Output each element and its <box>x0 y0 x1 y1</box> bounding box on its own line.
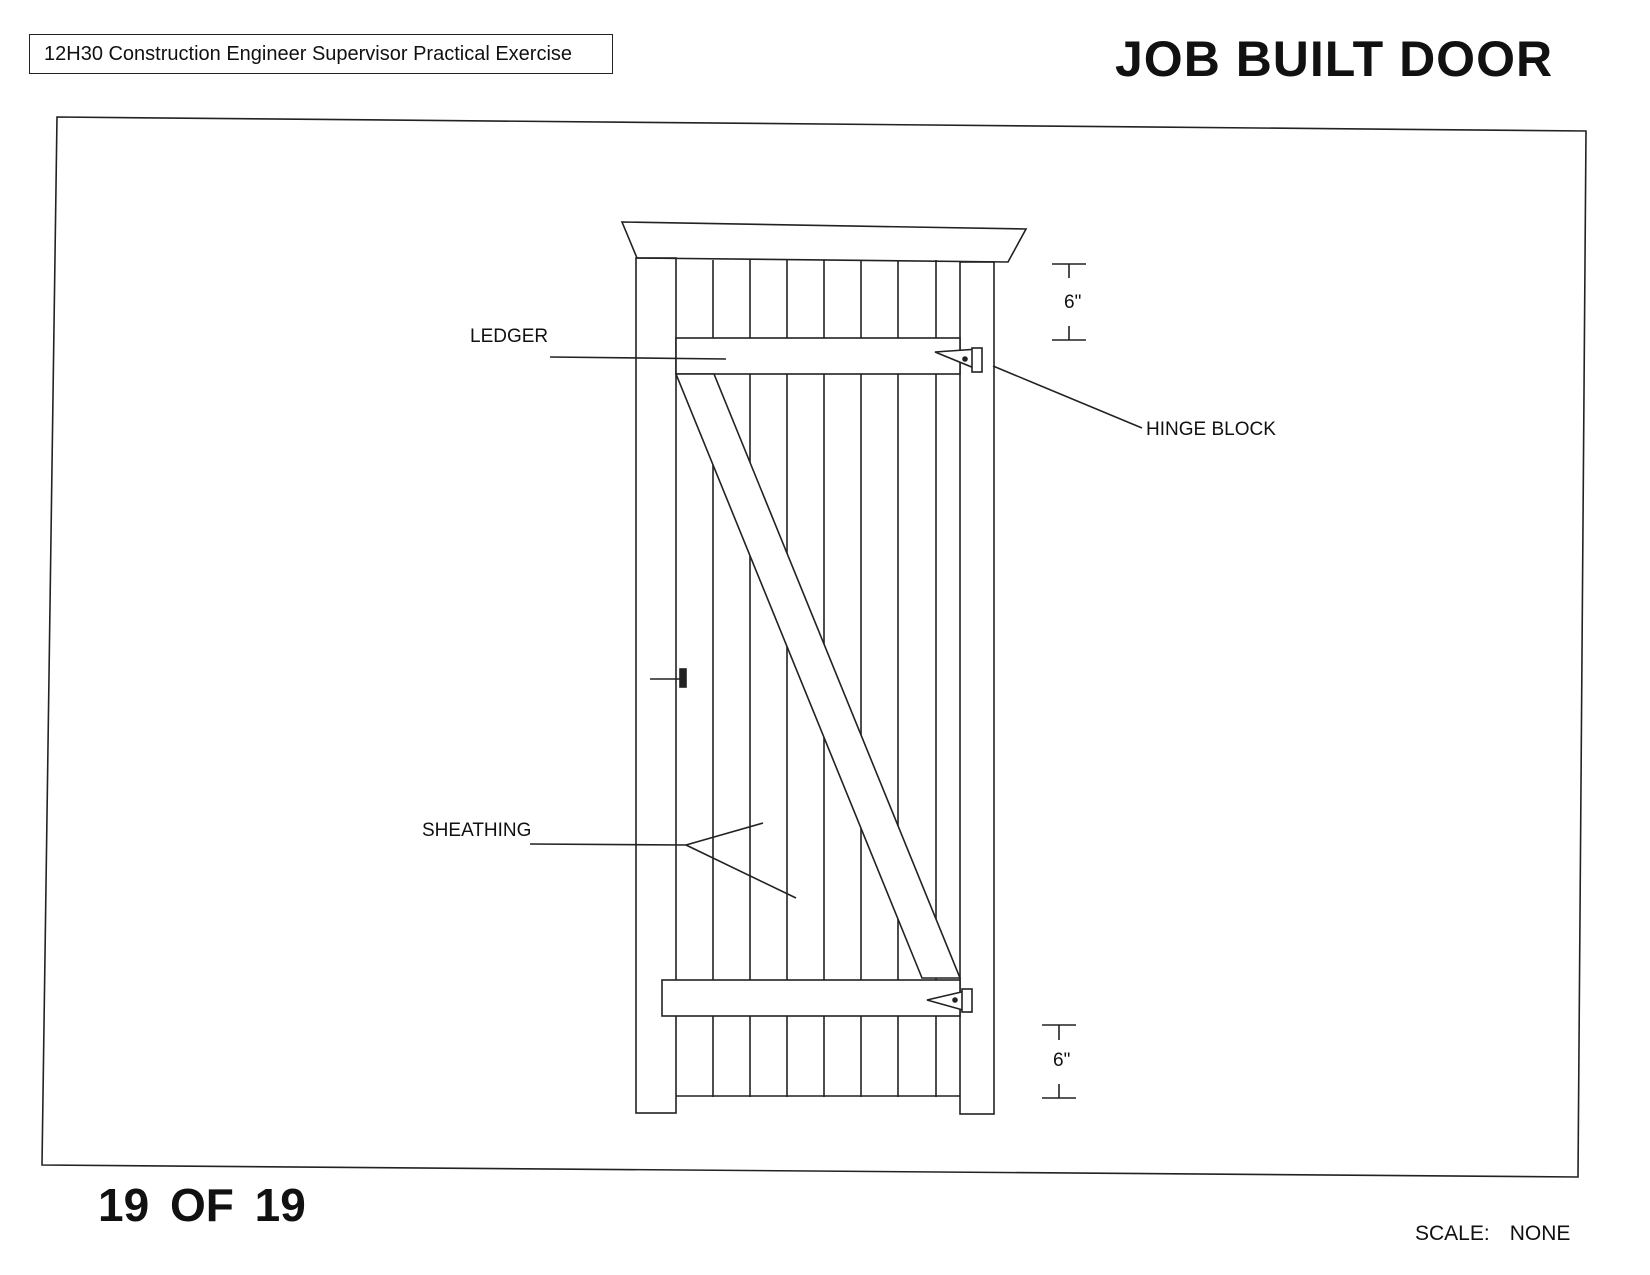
course-title: 12H30 Construction Engineer Supervisor P… <box>44 43 573 65</box>
bottom-dimension-label: 6" <box>1053 1050 1070 1071</box>
drawing-border <box>41 116 1587 1178</box>
scale-value: NONE <box>1509 1222 1571 1245</box>
head-casing <box>620 221 1028 263</box>
course-title-box: 12H30 Construction Engineer Supervisor P… <box>29 34 613 74</box>
top-dimension-label: 6" <box>1064 292 1081 313</box>
hinge-block-bottom <box>926 988 973 1014</box>
bottom-dimension <box>1042 1024 1076 1099</box>
ledger-label: LEDGER <box>470 326 548 347</box>
ledger-leader <box>549 356 727 360</box>
bottom-ledger <box>661 979 961 1017</box>
hinge-block-top <box>934 347 983 373</box>
hinge-block-label: HINGE BLOCK <box>1146 419 1276 440</box>
sheathing-leader <box>529 822 797 899</box>
sheathing-label: SHEATHING <box>422 820 531 841</box>
diagonal-brace <box>674 373 962 979</box>
page-count: 19 OF 19 <box>98 1179 306 1231</box>
top-dimension <box>1052 263 1086 341</box>
top-ledger <box>675 337 961 375</box>
right-jamb <box>959 261 995 1115</box>
hinge-block-leader <box>992 365 1143 429</box>
sheet-title: JOB BUILT DOOR <box>1115 31 1554 87</box>
door-handle <box>650 668 687 688</box>
scale-note: SCALE: NONE <box>1415 1222 1570 1246</box>
scale-label: SCALE: <box>1415 1222 1490 1245</box>
left-jamb <box>635 257 677 1114</box>
